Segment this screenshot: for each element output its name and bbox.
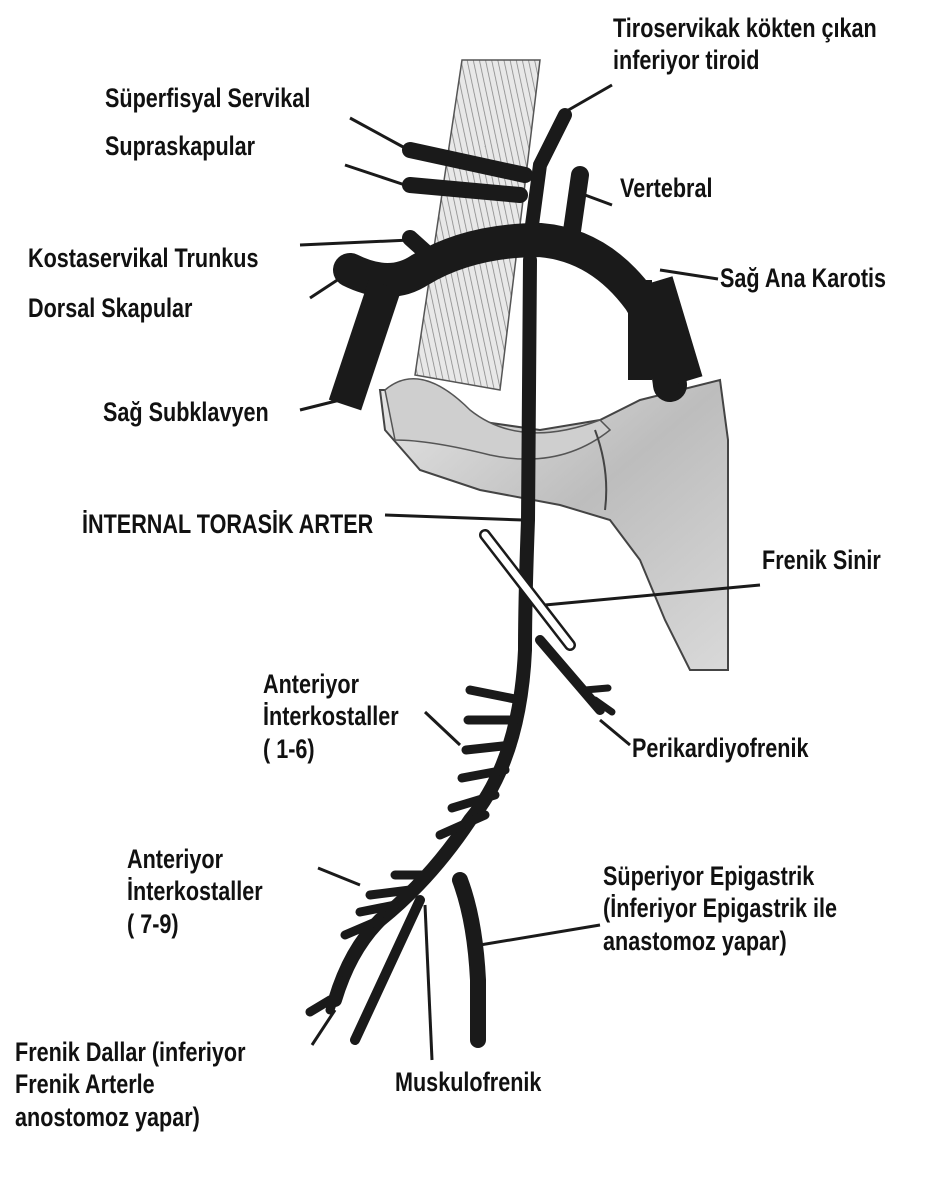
label-musculophrenic-text: Muskulofrenik [395,1066,541,1098]
label-phrenic-nerve-text: Frenik Sinir [762,544,881,576]
label-sup-epi-line3: anastomoz yapar) [603,925,837,957]
label-ant-int-79-line1: Anteriyor [127,843,263,875]
label-dorsal-scapular: Dorsal Skapular [28,292,192,324]
label-vertebral-text: Vertebral [620,172,712,204]
label-right-subclavian-text: Sağ Subklavyen [103,396,269,428]
label-anterior-intercostals-1-6: Anteriyor İnterkostaller ( 1-6) [263,668,399,765]
label-ant-int-79-line2: İnterkostaller [127,875,263,907]
label-suprascapular: Supraskapular [105,130,255,162]
label-phrenic-nerve: Frenik Sinir [762,544,881,576]
label-sup-epi-line1: Süperiyor Epigastrik [603,860,837,892]
label-internal-thoracic-text: İNTERNAL TORASİK ARTER [82,508,373,540]
label-dorsal-scapular-text: Dorsal Skapular [28,292,192,324]
label-superior-epigastric: Süperiyor Epigastrik (İnferiyor Epigastr… [603,860,837,957]
label-costocervical: Kostaservikal Trunkus [28,242,259,274]
superior-epigastric-artery [460,880,478,1040]
label-costocervical-text: Kostaservikal Trunkus [28,242,259,274]
suprascapular-branch [410,185,520,195]
vertebral-artery [570,175,580,245]
label-right-common-carotid-text: Sağ Ana Karotis [720,262,886,294]
label-suprascapular-text: Supraskapular [105,130,255,162]
label-phrenic-branches: Frenik Dallar (inferiyor Frenik Arterle … [15,1036,245,1133]
label-thyrocervical: Tiroservikak kökten çıkan inferiyor tiro… [613,12,877,77]
label-right-subclavian: Sağ Subklavyen [103,396,269,428]
label-ant-int-79-line3: ( 7-9) [127,908,263,940]
subclavian-distal [345,285,385,405]
label-frenik-dallar-line3: anostomoz yapar) [15,1101,245,1133]
label-frenik-dallar-line2: Frenik Arterle [15,1068,245,1100]
label-anterior-intercostals-7-9: Anteriyor İnterkostaller ( 7-9) [127,843,263,940]
label-frenik-dallar-line1: Frenik Dallar (inferiyor [15,1036,245,1068]
label-musculophrenic: Muskulofrenik [395,1066,541,1098]
label-sup-epi-line2: (İnferiyor Epigastrik ile [603,892,837,924]
label-right-common-carotid: Sağ Ana Karotis [720,262,886,294]
label-ant-int-16-line2: İnterkostaller [263,700,399,732]
label-pericardiophrenic: Perikardiyofrenik [632,732,808,764]
label-superficial-cervical-text: Süperfisyal Servikal [105,82,310,114]
label-thyrocervical-line1: Tiroservikak kökten çıkan [613,12,877,44]
phrenic-branches [310,980,340,1012]
label-internal-thoracic: İNTERNAL TORASİK ARTER [82,508,373,540]
label-thyrocervical-line2: inferiyor tiroid [613,44,877,76]
thyrocervical-trunk [530,115,565,240]
label-pericardiophrenic-text: Perikardiyofrenik [632,732,808,764]
label-superficial-cervical: Süperfisyal Servikal [105,82,310,114]
label-vertebral: Vertebral [620,172,712,204]
label-ant-int-16-line1: Anteriyor [263,668,399,700]
label-ant-int-16-line3: ( 1-6) [263,733,399,765]
